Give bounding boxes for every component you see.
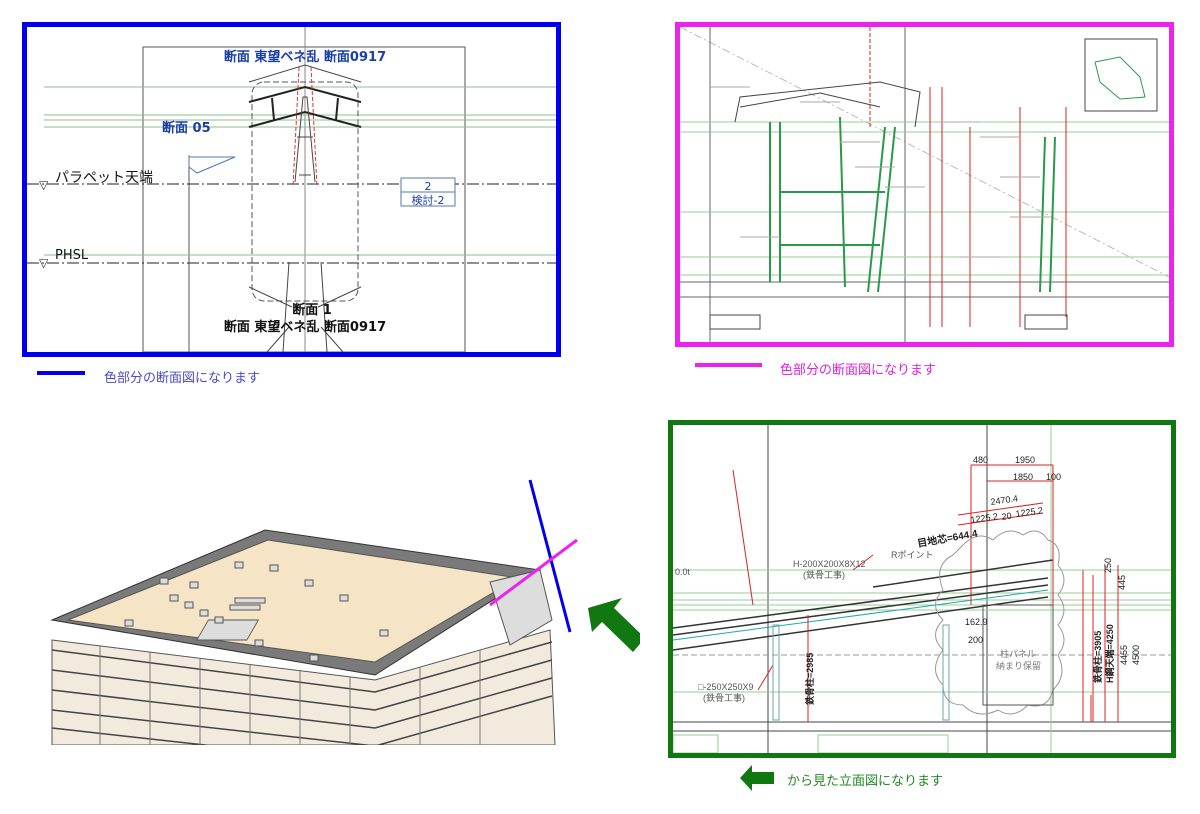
column-panel [982,604,1054,706]
beam-note-label: (鉄骨工事) [803,569,845,580]
dim-text: 1225.2 [1015,505,1044,519]
legend-text-magenta: 色部分の断面図になります [780,363,937,378]
steel-column-label: 鉄骨柱=3905 [1092,631,1103,683]
legend-line-magenta [695,363,762,367]
section-title-bottom[interactable]: 断面 東望ベネ乱 断面0917 [224,319,386,335]
elevation-drawing: 480 1950 1850 100 2470.4 1225.2 20 1225.… [673,425,1171,753]
section-title-top[interactable]: 断面 東望ベネ乱 断面0917 [224,49,386,65]
roof-equipment [124,561,389,662]
revision-cloud [935,530,1065,715]
building-3d-view [50,479,640,745]
thickness-label: 0.0t [675,567,691,577]
key-plan [1084,38,1158,112]
section-drawing-panel: 2 検討-2 断面 東望ベネ乱 断面0917 断面 05 ▽ パラペット天端 ▽… [22,22,561,357]
section-cut-line-blue [528,479,572,633]
tag-number: 2 [425,180,432,193]
dim-text: 200 [968,635,983,645]
section-cut-outline [251,81,359,302]
dim-text: 250 [1103,558,1113,573]
view-flag-icon [188,155,236,174]
legend-line-blue [37,371,85,375]
column-spec-label: □-250X250X9 [698,682,753,692]
left-arrow-icon [740,765,774,791]
r-point-label: Rポイント [891,550,934,560]
dim-text: 480 [973,455,988,465]
panel-note: 納まり保留 [996,660,1041,671]
dim-text: 445 [1117,575,1127,590]
section-label-05[interactable]: 断面 05 [162,120,211,136]
column-note-label: (鉄骨工事) [703,692,745,703]
detail-section-panel [675,22,1174,347]
dim-text: 4500 [1131,645,1141,665]
roof-beam [673,559,1054,651]
level-label-phsl: PHSL [55,248,89,263]
legend-text-green: から見た立面図になります [787,774,944,789]
dim-text: 100 [1046,472,1061,482]
section-label-1[interactable]: 断面 1 [292,302,332,318]
beam-spec-label: H-200X200X8X12 [793,559,866,569]
joint-label: 目地芯=644.4 [916,527,979,550]
section-drawing: 2 検討-2 断面 東望ベネ乱 断面0917 断面 05 ▽ パラペット天端 ▽… [27,27,556,352]
dim-text: 162.9 [965,617,988,627]
roof-truss [248,85,362,128]
h-steel-label: H鋼天端=4250 [1104,624,1115,683]
level-marker-icon: ▽ [39,178,49,192]
panel-note: 柱パネル [1000,648,1036,659]
level-label-parapet: パラペット天端 [55,170,153,186]
dim-text: 20 [1001,511,1012,522]
dim-text: 1225.2 [970,511,999,525]
dim-text: 1950 [1015,455,1035,465]
level-marker-icon: ▽ [39,256,49,270]
review-tag[interactable]: 2 検討-2 [400,177,456,207]
elevation-panel: 480 1950 1850 100 2470.4 1225.2 20 1225.… [668,420,1176,758]
dim-text: 4455 [1119,645,1129,665]
view-direction-arrow-icon [588,598,640,652]
dim-text: 1850 [1013,472,1033,482]
detail-section-drawing [680,27,1169,342]
frame-outline [142,46,466,352]
tag-label: 検討-2 [412,193,445,207]
section-cut-line-magenta [489,538,578,607]
legend-text-blue: 色部分の断面図になります [104,371,261,386]
dim-text: 2470.4 [990,493,1019,507]
dimension-lines [732,464,1119,722]
building-floors [51,629,556,745]
facade-frame [769,116,1056,293]
steel-column-label: 鉄骨柱=2985 [804,653,815,705]
